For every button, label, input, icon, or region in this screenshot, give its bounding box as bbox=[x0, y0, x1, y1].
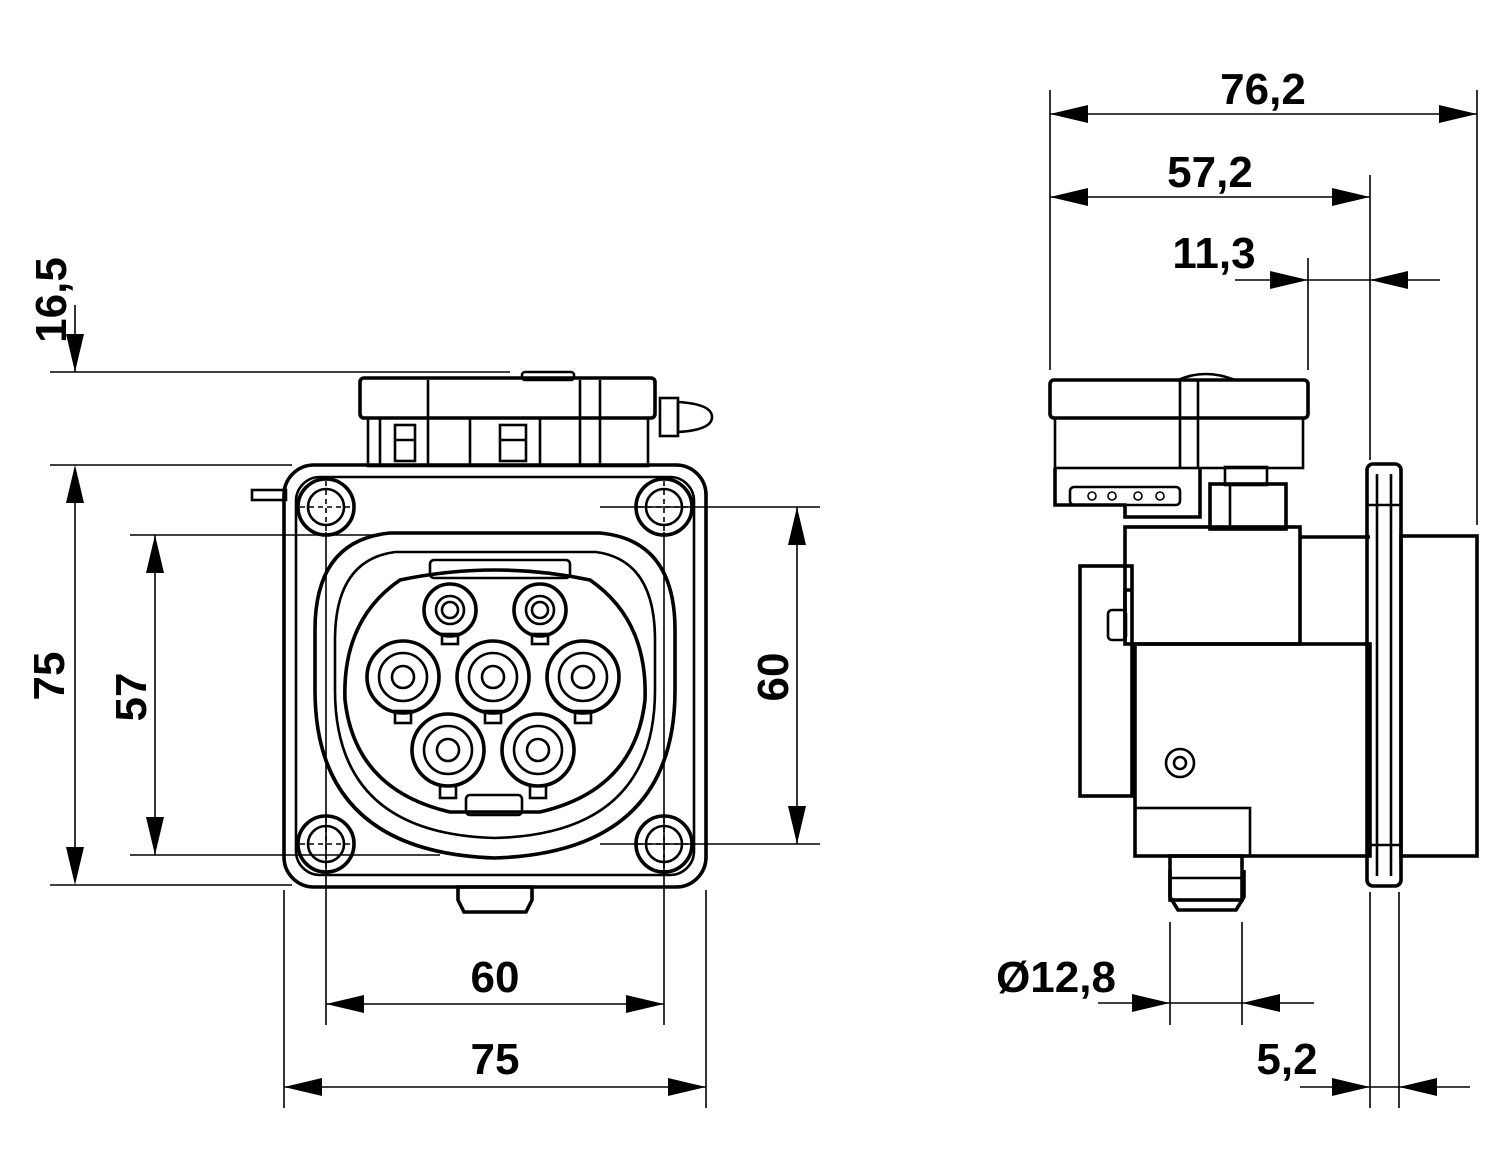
side-rear-housing bbox=[1399, 534, 1479, 858]
dim-flange-thickness: 5,2 bbox=[1256, 1035, 1470, 1096]
side-flange bbox=[1365, 462, 1403, 888]
dim-height-hole-spacing-label: 57 bbox=[107, 673, 156, 722]
pin-bottom-right bbox=[500, 712, 576, 800]
pin-middle-left bbox=[365, 639, 441, 725]
side-view: 76,2 57,2 11,3 Ø12,8 5,2 bbox=[996, 65, 1479, 1108]
side-body bbox=[1078, 525, 1372, 858]
dim-height-right-hole-spacing: 60 bbox=[749, 507, 806, 844]
dim-width-hole-spacing-label: 60 bbox=[471, 953, 520, 1002]
drain-nub-front bbox=[456, 885, 534, 914]
side-cover bbox=[1048, 372, 1310, 531]
dim-height-hole-spacing: 57 bbox=[107, 535, 164, 855]
dim-drain-diameter-label: Ø12,8 bbox=[996, 953, 1116, 1002]
dim-height-right-hole-spacing-label: 60 bbox=[749, 653, 798, 702]
dim-total-depth: 76,2 bbox=[1050, 65, 1477, 123]
dim-width-outer-label: 75 bbox=[471, 1035, 520, 1084]
dim-cover-offset: 11,3 bbox=[1172, 229, 1440, 289]
side-drain-nozzle bbox=[1168, 854, 1246, 912]
dim-height-outer: 75 bbox=[25, 470, 84, 885]
housing-inner bbox=[294, 475, 696, 877]
pin-bottom-left bbox=[410, 712, 486, 800]
front-view: 16,5 75 57 60 60 bbox=[25, 257, 820, 1108]
dim-depth-to-flange: 57,2 bbox=[1050, 148, 1370, 206]
dim-depth-to-flange-label: 57,2 bbox=[1167, 148, 1253, 197]
dim-flange-thickness-label: 5,2 bbox=[1256, 1035, 1317, 1084]
dim-drain-diameter: Ø12,8 bbox=[996, 953, 1314, 1012]
dim-width-outer: 75 bbox=[284, 1035, 706, 1096]
pin-middle-right bbox=[545, 639, 621, 725]
mounting-hole-tl bbox=[296, 477, 356, 537]
side-extension-lines bbox=[1049, 90, 1478, 1108]
pin-top-left bbox=[422, 582, 478, 646]
dim-height-outer-label: 75 bbox=[25, 652, 74, 701]
dim-cover-offset-label: 11,3 bbox=[1172, 229, 1255, 278]
front-extension-lines bbox=[50, 371, 820, 1108]
pin-middle-center bbox=[455, 639, 531, 725]
hinged-cover bbox=[250, 370, 714, 502]
pin-top-right bbox=[512, 582, 568, 646]
socket-face bbox=[313, 531, 677, 860]
dim-width-hole-spacing: 60 bbox=[326, 953, 664, 1013]
dim-top-offset: 16,5 bbox=[27, 257, 84, 503]
dim-total-depth-label: 76,2 bbox=[1220, 65, 1306, 114]
dim-top-offset-label: 16,5 bbox=[27, 257, 76, 343]
